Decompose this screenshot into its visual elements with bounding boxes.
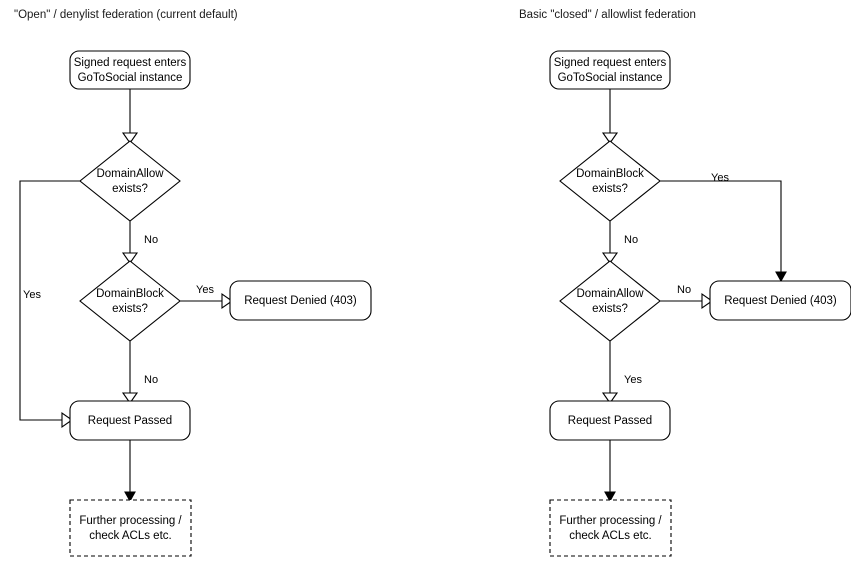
node-domainblock-left-shape[interactable] (79, 260, 181, 342)
node-domainblock-right[interactable]: DomainBlock exists? (559, 140, 661, 222)
node-further-processing-left-shape[interactable] (69, 499, 192, 557)
edge-domainallow-yes-left: Yes (19, 180, 80, 429)
node-request-passed-right-label: Request Passed (568, 415, 652, 427)
node-domainallow-left-line2: exists? (112, 183, 148, 195)
edge-domainblock-yes-right: Yes (660, 172, 787, 283)
node-domainallow-right-shape[interactable] (559, 260, 661, 342)
edge-domainblock-no-left: No (121, 341, 158, 404)
node-domainblock-left[interactable]: DomainBlock exists? (79, 260, 181, 342)
node-further-processing-left-line2: check ACLs etc. (89, 530, 171, 542)
node-further-processing-right-line2: check ACLs etc. (569, 530, 651, 542)
edge-label-domainallow-no-right: No (677, 284, 691, 296)
edge-domainblock-yes-left: Yes (180, 284, 233, 310)
node-start-left-line1: Signed request enters (74, 57, 187, 69)
edge-domainallow-no-left: No (121, 221, 158, 264)
edge-label-domainallow-yes-left: Yes (23, 289, 41, 301)
edge-start-to-domainallow-left (121, 89, 139, 144)
node-domainblock-right-line2: exists? (592, 183, 628, 195)
node-further-processing-right-line1: Further processing / (559, 515, 662, 527)
edge-label-domainallow-no-left: No (144, 234, 158, 246)
diagram-open-denylist: "Open" / denylist federation (current de… (14, 9, 372, 557)
edge-label-domainblock-no-left: No (144, 374, 158, 386)
node-request-passed-left-label: Request Passed (88, 415, 172, 427)
node-start-left[interactable]: Signed request enters GoToSocial instanc… (69, 50, 191, 90)
node-request-passed-left[interactable]: Request Passed (69, 400, 191, 441)
node-further-processing-right-shape[interactable] (549, 499, 672, 557)
edge-start-to-domainblock-right (601, 89, 619, 144)
node-request-passed-right[interactable]: Request Passed (549, 400, 671, 441)
node-start-right-line1: Signed request enters (554, 57, 667, 69)
node-request-denied-left-label: Request Denied (403) (244, 295, 357, 307)
node-request-denied-right-label: Request Denied (403) (724, 295, 837, 307)
node-request-denied-right[interactable]: Request Denied (403) (709, 280, 851, 321)
edge-label-domainblock-yes-left: Yes (196, 284, 214, 296)
edge-domainallow-no-right: No (660, 284, 713, 310)
node-start-right[interactable]: Signed request enters GoToSocial instanc… (549, 50, 671, 90)
edge-label-domainallow-yes-right: Yes (624, 374, 642, 386)
node-further-processing-right[interactable]: Further processing / check ACLs etc. (549, 499, 672, 557)
node-domainallow-right-line2: exists? (592, 303, 628, 315)
node-domainblock-right-shape[interactable] (559, 140, 661, 222)
diagram-title-left: "Open" / denylist federation (current de… (14, 9, 238, 21)
edge-domainallow-yes-right: Yes (601, 341, 642, 404)
node-domainallow-left-line1: DomainAllow (96, 168, 164, 180)
node-request-denied-left[interactable]: Request Denied (403) (229, 280, 372, 321)
node-domainblock-left-line2: exists? (112, 303, 148, 315)
node-domainblock-left-line1: DomainBlock (96, 288, 164, 300)
diagram-closed-allowlist: Basic "closed" / allowlist federation Si… (519, 9, 851, 557)
edge-domainblock-no-right: No (601, 221, 638, 264)
edge-label-domainblock-no-right: No (624, 234, 638, 246)
node-domainallow-right[interactable]: DomainAllow exists? (559, 260, 661, 342)
node-start-left-line2: GoToSocial instance (78, 72, 183, 84)
node-start-right-line2: GoToSocial instance (558, 72, 663, 84)
node-domainallow-left-shape[interactable] (79, 140, 181, 222)
node-request-denied-right-shape[interactable] (709, 280, 851, 321)
node-further-processing-left[interactable]: Further processing / check ACLs etc. (69, 499, 192, 557)
node-request-denied-left-shape[interactable] (229, 280, 372, 321)
edge-passed-to-further-left (124, 440, 136, 503)
node-domainallow-left[interactable]: DomainAllow exists? (79, 140, 181, 222)
diagram-title-right: Basic "closed" / allowlist federation (519, 9, 696, 21)
node-domainallow-right-line1: DomainAllow (576, 288, 644, 300)
node-further-processing-left-line1: Further processing / (79, 515, 182, 527)
edge-passed-to-further-right (604, 440, 616, 503)
node-domainblock-right-line1: DomainBlock (576, 168, 644, 180)
edge-label-domainblock-yes-right: Yes (711, 172, 729, 184)
